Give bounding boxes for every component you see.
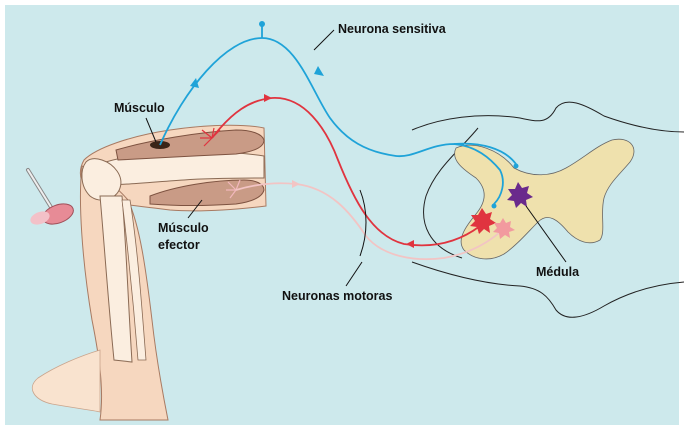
sensory-neuron-terminal <box>492 204 497 209</box>
motor-neurons-label: Neuronas motoras <box>282 289 392 303</box>
muscle-label: Músculo <box>114 101 165 115</box>
sensory-neuron-cell-body <box>259 21 265 27</box>
sensory-neuron-label: Neurona sensitiva <box>338 22 447 36</box>
spinal-cord-label: Médula <box>536 265 580 279</box>
effector-muscle-label-line2: efector <box>158 238 200 252</box>
sensory-neuron-terminal-2 <box>514 164 519 169</box>
effector-muscle-label-line1: Músculo <box>158 221 209 235</box>
